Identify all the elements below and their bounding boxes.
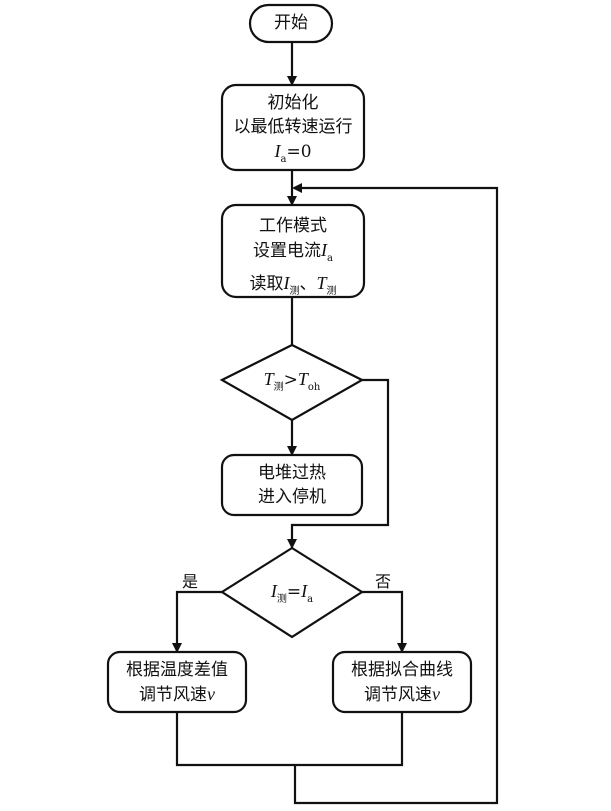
no-label: 否 <box>375 572 392 591</box>
current-decision-diamond <box>219 546 365 639</box>
var-t: T <box>316 273 327 293</box>
edge-merge <box>175 712 404 767</box>
var-t: T <box>297 369 308 389</box>
var-v: v <box>207 684 215 704</box>
sub-a: a <box>307 594 314 605</box>
sub-a: a <box>280 154 287 165</box>
operator: > <box>283 370 298 390</box>
temperature-diff-text: 根据温度差值 调节风速v <box>108 658 246 707</box>
var-v: v <box>432 684 440 704</box>
work-text: 工作模式 设置电流Ia 读取I测、T测 <box>222 214 364 304</box>
overheat-line1: 电堆过热 <box>258 463 326 483</box>
sub-measured: 测 <box>273 382 284 393</box>
sub-a: a <box>327 253 333 264</box>
separator: 、 <box>299 274 317 294</box>
overheat-text: 电堆过热 进入停机 <box>222 461 362 509</box>
init-assign: =0 <box>286 142 312 162</box>
sub-oh: oh <box>307 382 321 393</box>
sub-measured: 测 <box>276 594 287 605</box>
edge-yes-branch <box>172 590 222 653</box>
left-line2-text: 调节风速 <box>139 685 207 705</box>
var-i: I <box>270 581 277 601</box>
work-line2-text: 设置电流 <box>253 241 322 261</box>
init-line1: 初始化 <box>267 93 319 113</box>
decision1-text: T测>Toh <box>222 367 362 400</box>
edge-loop-back <box>292 183 499 805</box>
sub-measured: 测 <box>289 286 300 297</box>
var-t: T <box>263 369 274 389</box>
var-i: I <box>301 581 308 601</box>
left-line1: 根据温度差值 <box>126 660 228 680</box>
var-i: I <box>321 240 328 260</box>
yes-label: 是 <box>182 572 199 591</box>
init-line3: Ia=0 <box>222 139 364 172</box>
edge-no-branch <box>362 590 407 653</box>
right-line2: 调节风速v <box>333 682 471 707</box>
work-line2: 设置电流Ia <box>222 238 364 271</box>
overheat-line2: 进入停机 <box>258 487 326 507</box>
start-label: 开始 <box>274 13 308 33</box>
init-line2: 以最低转速运行 <box>233 117 353 137</box>
operator: = <box>286 582 302 602</box>
right-line1: 根据拟合曲线 <box>351 660 453 680</box>
edge-decision1-to-decision2 <box>287 378 390 549</box>
right-line2-text: 调节风速 <box>364 685 432 705</box>
decision2-text: I测=Ia <box>222 579 362 612</box>
work-line3: 读取I测、T测 <box>222 271 364 304</box>
fitting-curve-text: 根据拟合曲线 调节风速v <box>333 658 471 707</box>
work-line1: 工作模式 <box>259 216 327 236</box>
work-line3-text: 读取 <box>249 274 284 294</box>
sub-measured: 测 <box>326 286 337 297</box>
var-i: I <box>274 141 281 161</box>
init-text: 初始化 以最低转速运行 Ia=0 <box>222 91 364 172</box>
var-i: I <box>283 273 290 293</box>
left-line2: 调节风速v <box>108 682 246 707</box>
